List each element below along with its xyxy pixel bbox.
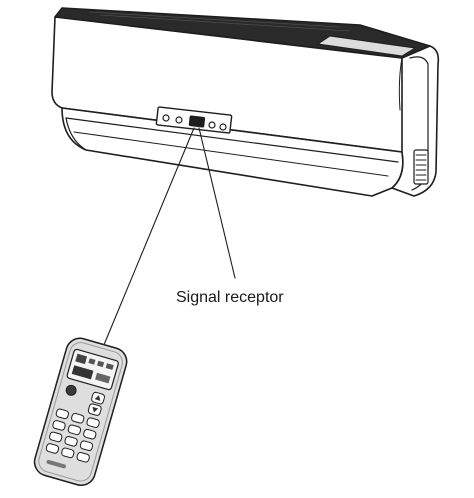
signal-receptor-window: [188, 115, 206, 128]
receptor-callout-line: [198, 127, 236, 279]
indicator-light: [162, 114, 170, 122]
indicator-light: [219, 123, 227, 131]
indicator-light: [208, 121, 216, 129]
leader-lines: [100, 127, 236, 353]
remote-control: [33, 337, 128, 487]
signal-receptor-label: Signal receptor: [176, 289, 284, 306]
remote-power-button: [65, 384, 77, 396]
indoor-unit: [51, 7, 440, 197]
remote-button-grid: [45, 408, 100, 463]
side-vent-grille: [413, 149, 429, 185]
indicator-light: [175, 116, 183, 124]
signal-beam-line: [100, 127, 195, 353]
